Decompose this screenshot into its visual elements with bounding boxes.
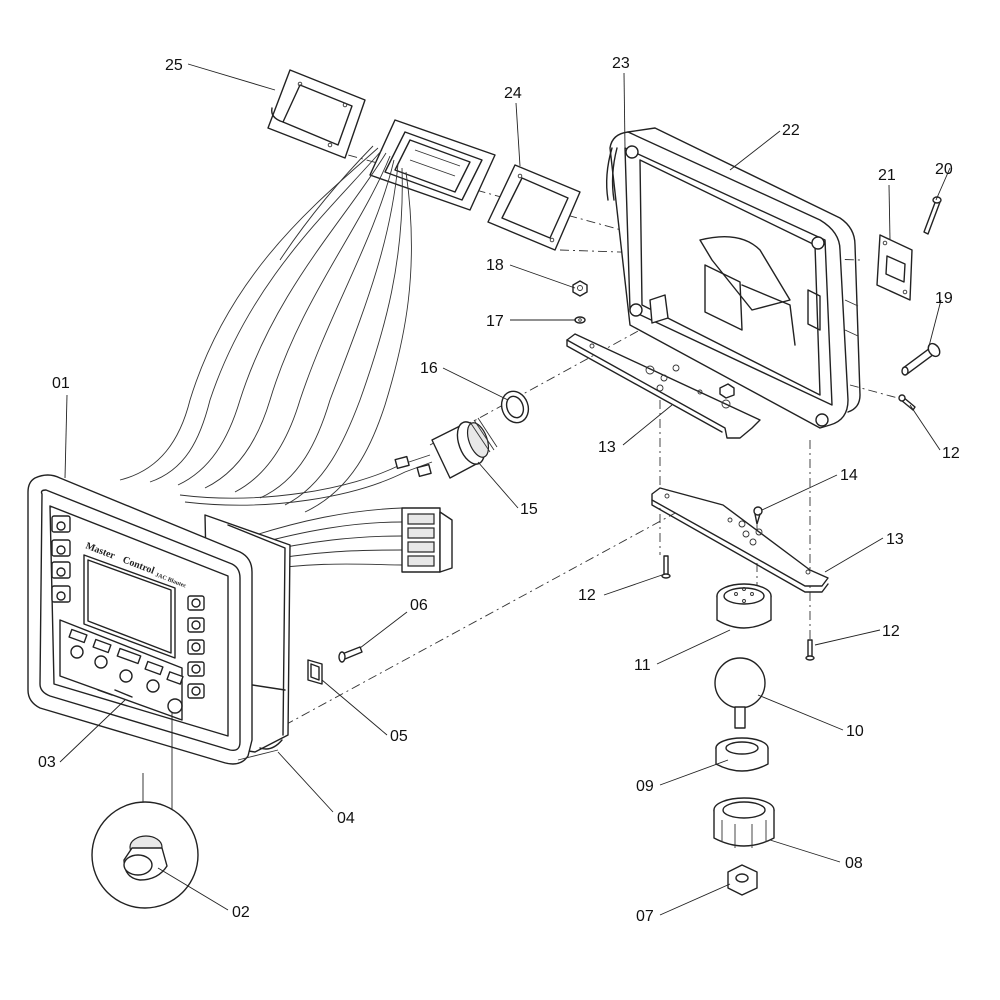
callout-20: 20	[935, 161, 953, 178]
callout-10: 10	[846, 723, 864, 740]
part-24-gasket	[487, 164, 581, 251]
callout-07: 07	[636, 908, 654, 925]
multi-pin-connector	[401, 507, 453, 573]
inline-wire-connectors	[394, 455, 432, 478]
part-07-hex-nut	[727, 864, 758, 896]
callout-17: 17	[486, 313, 504, 330]
part-15-round-connector	[431, 417, 498, 479]
callout-24: 24	[504, 85, 522, 102]
part-12-screw-left	[661, 555, 671, 579]
callout-12-left: 12	[578, 587, 596, 604]
callout-06: 06	[410, 597, 428, 614]
callout-09: 09	[636, 778, 654, 795]
callout-05: 05	[390, 728, 408, 745]
part-05-clip	[307, 659, 323, 685]
callout-labels: 25 24 23 22 21 20 18 17 19 16 01 13 12 1…	[38, 55, 960, 925]
part-04-cable	[237, 739, 283, 761]
part-12-screw-right	[898, 394, 916, 411]
part-20-screw	[923, 196, 942, 235]
part-01-control-unit: Master Control JAC Blautec	[27, 474, 291, 765]
callout-12-right: 12	[942, 445, 960, 462]
callout-12-lower-right: 12	[882, 623, 900, 640]
part-08-cap-nut	[713, 797, 775, 848]
part-14-screw	[753, 506, 763, 525]
part-06-screw	[338, 646, 363, 663]
callout-01: 01	[52, 375, 70, 392]
part-23-wire-clip	[605, 147, 618, 201]
callout-21: 21	[878, 167, 896, 184]
callout-14: 14	[840, 467, 858, 484]
callout-13-lower: 13	[886, 531, 904, 548]
connector-housing	[369, 119, 496, 211]
callout-18: 18	[486, 257, 504, 274]
part-22-rear-housing	[609, 127, 861, 429]
callout-16: 16	[420, 360, 438, 377]
part-10-ball	[714, 657, 766, 729]
part-11-socket-base	[716, 583, 772, 629]
part-18-nut	[572, 280, 588, 297]
part-12-screw-lower-right	[805, 639, 815, 661]
callout-19: 19	[935, 290, 953, 307]
part-19-bolt	[901, 342, 941, 376]
callout-03: 03	[38, 754, 56, 771]
part-09-ring	[715, 737, 769, 772]
callout-23: 23	[612, 55, 630, 72]
leader-lines	[59, 63, 951, 916]
callout-13-upper: 13	[598, 439, 616, 456]
callout-08: 08	[845, 855, 863, 872]
wire-harness	[119, 145, 433, 611]
callout-04: 04	[337, 810, 355, 827]
part-21-plate	[876, 234, 913, 301]
callout-22: 22	[782, 122, 800, 139]
callout-02: 02	[232, 904, 250, 921]
part-17-washer	[574, 316, 586, 324]
part-02-switch-detail	[91, 712, 199, 909]
callout-11: 11	[634, 657, 651, 674]
part-25-gasket	[267, 69, 366, 159]
part-13-bracket-upper	[566, 333, 761, 439]
part-13-plate-lower	[651, 487, 829, 593]
callout-25: 25	[165, 57, 183, 74]
part-16-o-ring	[500, 390, 530, 424]
callout-15: 15	[520, 501, 538, 518]
